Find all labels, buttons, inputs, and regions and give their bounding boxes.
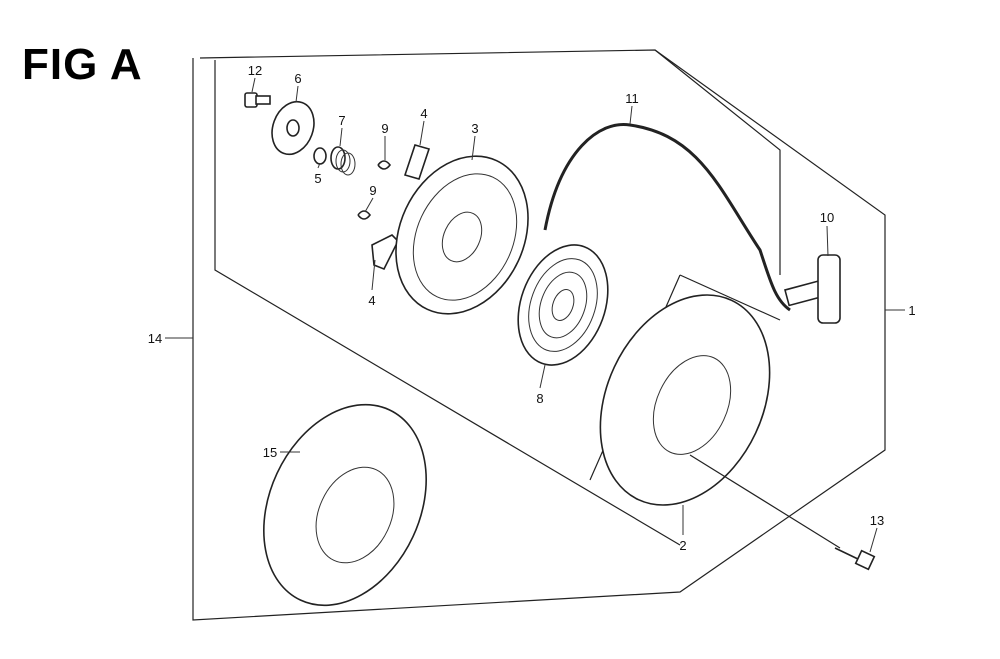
recoil-spring-8 xyxy=(517,244,609,366)
spring-7 xyxy=(330,146,356,176)
reel-3 xyxy=(395,155,529,315)
outline-segment xyxy=(679,274,781,321)
callout-4: 4 xyxy=(420,106,427,121)
callout-10: 10 xyxy=(820,210,834,225)
callout-15: 15 xyxy=(263,445,277,460)
spring-9 xyxy=(357,210,372,220)
callout-7: 7 xyxy=(338,113,345,128)
washer-5 xyxy=(313,147,327,165)
callout-1: 1 xyxy=(908,303,915,318)
leader-lines xyxy=(165,77,905,553)
assembly-14-outline xyxy=(214,60,681,546)
callout-11: 11 xyxy=(625,91,639,106)
pawl-4 xyxy=(371,234,399,271)
starter-handle-10 xyxy=(784,254,841,324)
assembly-inner-outline xyxy=(654,49,781,275)
callout-8: 8 xyxy=(536,391,543,406)
callout-9: 9 xyxy=(381,121,388,136)
pawl-4 xyxy=(403,144,431,180)
callout-5: 5 xyxy=(314,171,321,186)
callout-14: 14 xyxy=(148,331,162,346)
callout-3: 3 xyxy=(471,121,478,136)
flange-bolt-13 xyxy=(834,547,876,571)
spring-9 xyxy=(377,160,392,170)
callout-6: 6 xyxy=(294,71,301,86)
figure-title: FIG A xyxy=(22,40,143,89)
ratchet-6 xyxy=(271,100,315,156)
leader-13 xyxy=(689,454,841,549)
callout-4: 4 xyxy=(368,293,375,308)
callout-12: 12 xyxy=(248,63,262,78)
starter-guide-15 xyxy=(263,403,427,607)
starter-case-2 xyxy=(599,294,771,506)
callout-13: 13 xyxy=(870,513,884,528)
starter-rope-11 xyxy=(543,122,791,312)
callout-9: 9 xyxy=(369,183,376,198)
callout-2: 2 xyxy=(679,538,686,553)
bolt-12 xyxy=(244,92,271,108)
